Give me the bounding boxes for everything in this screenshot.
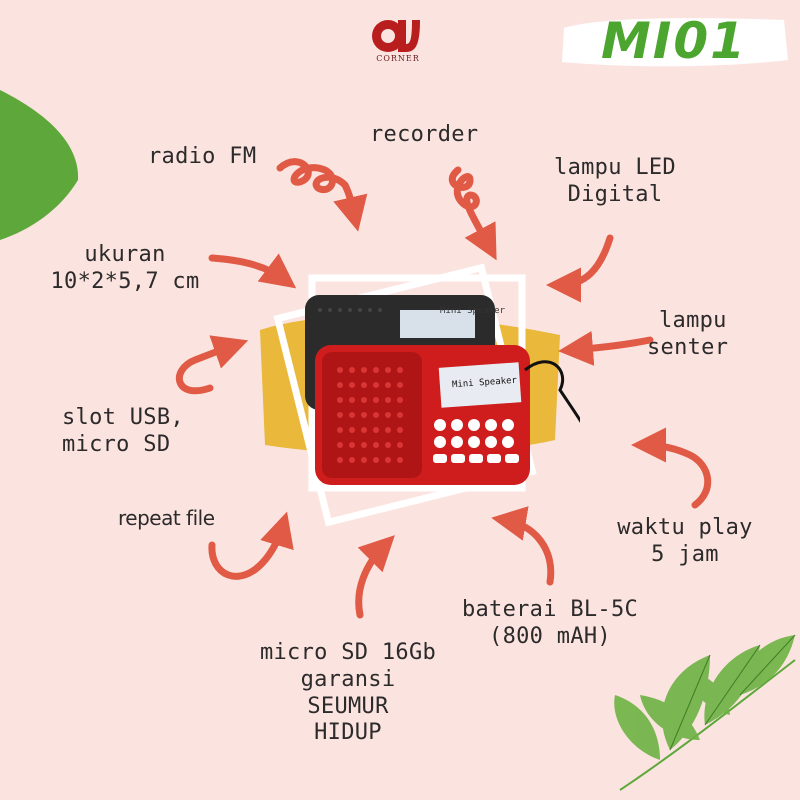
product-title: MI01: [601, 12, 747, 70]
feature-usb: slot USB, micro SD: [62, 405, 184, 459]
title-badge: MI01: [558, 10, 790, 72]
arrow-repeat: [208, 511, 294, 580]
product-illustration: [260, 263, 580, 527]
feature-flashlight-line2: senter: [647, 334, 729, 360]
arrow-battery: [491, 506, 555, 586]
arrow-usb: [175, 335, 249, 395]
feature-warranty-line2: garansi: [300, 666, 396, 692]
arrow-flashlight: [558, 330, 654, 366]
feature-warranty: micro SD 16Gb garansi SEUMUR HIDUP: [248, 640, 448, 747]
feature-size: ukuran 10*2*5,7 cm: [40, 242, 210, 296]
feature-warranty-line4: HIDUP: [314, 720, 382, 746]
feature-warranty-line1: micro SD 16Gb: [259, 640, 437, 665]
feature-playtime-line1: waktu play: [617, 515, 753, 540]
feature-battery: baterai BL-5C (800 mAH): [455, 597, 645, 651]
feature-usb-line1: slot USB,: [62, 405, 184, 430]
arrow-playtime: [631, 427, 712, 509]
feature-playtime-line2: 5 jam: [651, 541, 719, 567]
feature-repeat: repeat file: [118, 506, 215, 530]
feature-usb-line2: micro SD: [62, 431, 171, 457]
feature-recorder: recorder: [370, 122, 479, 147]
feature-battery-line1: baterai BL-5C: [461, 597, 639, 622]
arrow-size: [208, 253, 297, 289]
feature-size-line1: ukuran: [84, 242, 166, 267]
arrow-microsd: [355, 535, 395, 619]
feature-led-line1: lampu LED: [554, 155, 676, 180]
feature-playtime: waktu play 5 jam: [605, 515, 765, 569]
arrow-radio: [276, 158, 368, 232]
feature-battery-line2: (800 mAH): [489, 623, 611, 649]
feature-led: lampu LED Digital: [545, 155, 685, 209]
feature-flashlight-line1: lampu: [659, 308, 727, 333]
feature-warranty-line3: SEUMUR: [307, 693, 389, 719]
feature-radio: radio FM: [148, 144, 257, 169]
leaves-branch-icon: [614, 634, 796, 791]
arrow-led: [546, 234, 614, 303]
logo-subtext: CORNER: [376, 54, 420, 63]
feature-size-line2: 10*2*5,7 cm: [50, 268, 200, 294]
arrow-recorder: [448, 166, 497, 261]
black-speaker-screen-label: Mini Speaker: [440, 306, 506, 316]
feature-flashlight: lampu senter: [647, 308, 728, 362]
aj-corner-logo-icon: [372, 20, 420, 52]
feature-led-line2: Digital: [567, 181, 663, 207]
leaf-corner-icon: [0, 90, 79, 240]
